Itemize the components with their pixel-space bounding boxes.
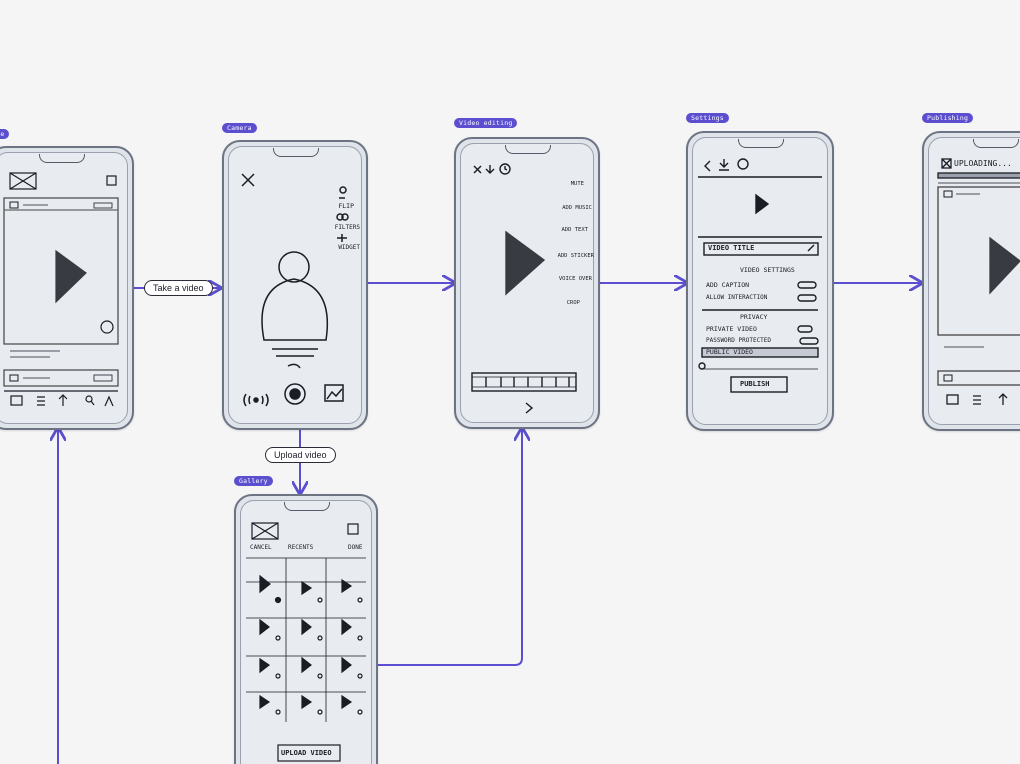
home-sketch (3, 172, 119, 407)
phone-publishing: UPLOADING... (922, 131, 1020, 431)
phone-camera: FLIP FILTERS WIDGET (222, 140, 368, 430)
settings-section-privacy: PRIVACY (740, 313, 768, 321)
editing-sketch (471, 163, 577, 414)
gallery-recents-dropdown: RECENTS (288, 544, 314, 551)
settings-title-field: VIDEO TITLE (708, 244, 755, 252)
camera-action-filters: FILTERS (334, 224, 360, 231)
publishing-sketch (937, 158, 1020, 405)
gallery-cancel: CANCEL (250, 544, 272, 551)
screen-tag-home: Home (0, 129, 10, 139)
edit-action-crop: CROP (566, 300, 580, 306)
edit-action-add-sticker: ADD STICKER (557, 253, 594, 259)
edit-action-add-text: ADD TEXT (561, 227, 589, 233)
settings-notch (738, 139, 784, 148)
phone-home (0, 146, 134, 430)
phone-settings: VIDEO TITLE VIDEO SETTINGS ADD CAPTION A… (686, 131, 834, 431)
settings-section-video: VIDEO SETTINGS (740, 266, 795, 274)
gallery-upload-button: UPLOAD VIDEO (281, 749, 332, 757)
screen-tag-video-editing: Video editing (454, 118, 518, 128)
editing-notch (505, 145, 551, 154)
settings-option-add-caption: ADD CAPTION (706, 281, 750, 289)
settings-option-allow-interaction: ALLOW INTERACTION (706, 294, 768, 301)
edit-action-voice-over: VOICE OVER (558, 276, 592, 282)
settings-option-private-video: PRIVATE VIDEO (706, 325, 757, 333)
edge-label-upload-video: Upload video (265, 447, 336, 463)
edge-gallery-editing (376, 429, 522, 666)
screen-tag-camera: Camera (222, 123, 257, 133)
screen-tag-gallery: Gallery (234, 476, 273, 486)
camera-action-widget: WIDGET (338, 244, 360, 251)
settings-option-password-protected: PASSWORD PROTECTED (706, 337, 772, 344)
screen-tag-settings: Settings (686, 113, 729, 123)
camera-action-flip: FLIP (338, 202, 354, 210)
publishing-notch (973, 139, 1019, 148)
home-notch (39, 154, 85, 163)
edit-action-add-music: ADD MUSIC (562, 205, 592, 211)
phone-gallery: CANCEL RECENTS DONE UPLOAD VIDEO (234, 494, 378, 764)
edit-action-mute: MUTE (570, 181, 584, 187)
gallery-done: DONE (348, 544, 363, 551)
phone-video-editing: MUTE ADD MUSIC ADD TEXT ADD STICKER VOIC… (454, 137, 600, 429)
edge-label-take-video: Take a video (144, 280, 213, 296)
settings-option-public-video: PUBLIC VIDEO (706, 348, 753, 356)
settings-publish-button: PUBLISH (740, 380, 770, 388)
camera-sketch (241, 173, 349, 407)
gallery-sketch (246, 522, 366, 762)
screen-tag-publishing: Publishing (922, 113, 974, 123)
settings-sketch (698, 158, 822, 393)
camera-notch (273, 148, 319, 157)
publishing-status-text: UPLOADING... (954, 159, 1012, 168)
gallery-notch (284, 502, 330, 511)
